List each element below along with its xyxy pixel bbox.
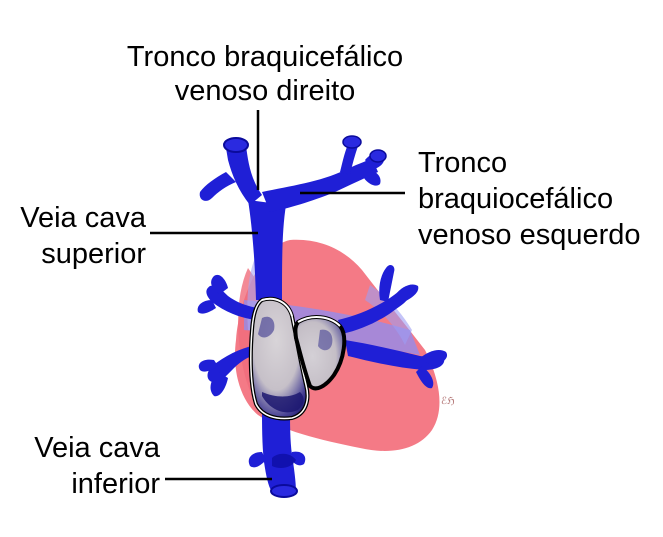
signature-mark: ℰℌ <box>441 396 455 407</box>
label-right-brachiocephalic: Tronco braquicefálico venoso direito <box>121 40 409 108</box>
label-left-brachiocephalic: Tronco braquiocefálico venoso esquerdo <box>418 145 658 253</box>
label-inferior-vena-cava-line1: Veia cava <box>34 432 160 464</box>
label-inferior-vena-cava: Veia cava inferior <box>0 430 160 502</box>
left-brachiocephalic-vessel <box>262 158 378 212</box>
right-brachiocephalic-vessel <box>226 140 262 205</box>
label-right-brachiocephalic-line2: venoso direito <box>174 75 356 107</box>
label-superior-vena-cava-line2: superior <box>41 238 146 270</box>
label-left-brachiocephalic-line1: Tronco <box>418 147 508 179</box>
inferior-vena-cava-vessel <box>262 405 296 492</box>
label-left-brachiocephalic-line3: venoso esquerdo <box>418 219 641 251</box>
right-overlay <box>365 285 412 345</box>
right-pulmonary-veins <box>206 285 258 320</box>
label-inferior-vena-cava-line2: inferior <box>71 468 160 500</box>
superior-vena-cava-vessel <box>248 200 286 300</box>
label-superior-vena-cava: Veia cava superior <box>0 200 146 272</box>
label-superior-vena-cava-line1: Veia cava <box>20 202 146 234</box>
label-right-brachiocephalic-line1: Tronco braquicefálico <box>126 41 404 73</box>
left-pulmonary-veins <box>338 288 410 334</box>
label-left-brachiocephalic-line2: braquiocefálico <box>418 183 614 215</box>
